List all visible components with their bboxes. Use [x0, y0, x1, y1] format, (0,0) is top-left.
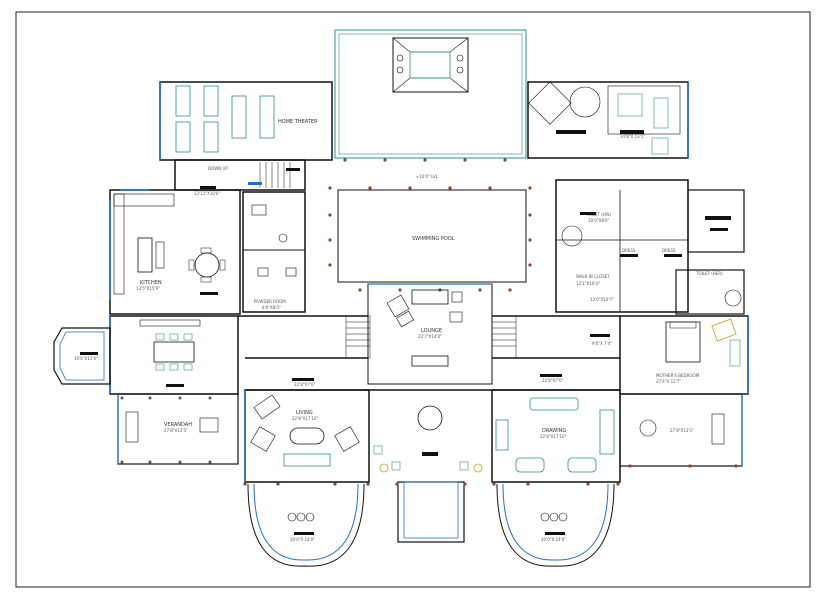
verandah: VERANDAH 27'8"X13'5"	[117, 393, 239, 465]
verandah-label: VERANDAH	[164, 422, 192, 428]
foyer	[373, 405, 483, 543]
powder-room: POWDER ROOM 8'0"X8'0"	[242, 191, 306, 313]
dim-d-label: 12'0"X10'7"	[590, 297, 614, 302]
lounge-room: LOUNGE 22'7"X14'4"	[345, 283, 517, 385]
lounge-label: LOUNGE	[421, 328, 442, 334]
dim-c-label: 10'6"X11'6"	[74, 356, 98, 361]
mother-bedroom-label: MOTHER'S BEDROOM	[656, 373, 700, 378]
dim-j-label: 20'0"X 14'0"	[541, 537, 566, 542]
home-theater-label: HOME THEATER	[278, 119, 318, 125]
drawing-label: DRAWING	[542, 428, 566, 434]
dining-room: 10'6"X11'6"	[53, 315, 239, 395]
left-bay: 20'0"X 14'0"	[247, 483, 365, 567]
mother-dim-label: 27'4"X 12'7"	[656, 379, 681, 384]
walk-in-closet-label: WALK IN CLOSET	[576, 274, 610, 279]
kitchen-room: KITCHEN 13'5"X15'9"	[109, 189, 241, 315]
dim-b-label: 14'8"X 13'1"	[620, 134, 645, 139]
dress-1-label: DRESS	[622, 248, 636, 253]
swimming-pool-label: SWIMMING POOL	[412, 236, 455, 242]
toilet-his-label: TOILET (HIS)	[585, 212, 612, 217]
pool-pavilion	[334, 29, 527, 159]
dim-f-label: 22'8"X7'0"	[542, 378, 564, 383]
swimming-pool: SWIMMING POOL +10'0" LVL	[328, 158, 532, 292]
mother-bedroom: MOTHER'S BEDROOM 27'4"X 12'7"	[619, 315, 749, 395]
powder-room-label: POWDER ROOM	[254, 299, 286, 304]
living-room: LIVING 22'8"X17'10"	[244, 389, 370, 483]
dim-i-label: 20'0"X 14'0"	[290, 537, 315, 542]
sheet-border	[15, 11, 811, 588]
living-dim-label: 22'8"X17'10"	[292, 416, 319, 421]
toilet-his-dim-label: 10'0"X8'0"	[588, 218, 610, 223]
tag-bars	[200, 168, 728, 295]
home-theater-room: HOME THEATER	[159, 81, 333, 161]
verandah-dim-label: 27'8"X13'5"	[164, 428, 188, 433]
drawing-dim-label: 22'8"X17'10"	[540, 434, 567, 439]
dim-g-label: 9'6"X 7'4"	[592, 341, 612, 346]
right-verandah: 27'8"X13'5"	[619, 393, 743, 467]
dim-a-label: 13'11"X10'6"	[194, 191, 221, 196]
closet-dim-label: 12'1"X10'4"	[576, 281, 600, 286]
pool-level-label: +10'0" LVL	[416, 174, 439, 179]
columns-bottom	[243, 464, 738, 486]
toilet-her-label: TOILET (HER)	[695, 271, 723, 276]
living-label: LIVING	[296, 410, 313, 416]
dress-2-label: DRESS	[662, 248, 676, 253]
stair-core: DOWN UP 13'11"X10'6"	[174, 159, 306, 196]
kitchen-label: KITCHEN	[140, 280, 162, 286]
right-bay: 20'0"X 14'0"	[496, 483, 615, 567]
right-suite: TOILET (HIS) 10'0"X8'0" WALK IN CLOSET 1…	[555, 179, 745, 315]
dn-up-label: DOWN UP	[208, 166, 228, 171]
top-right-bedroom: 14'8"X 13'1"	[527, 81, 689, 159]
drawing-room: DRAWING 22'8"X17'10"	[491, 389, 621, 483]
kitchen-dim-label: 13'5"X15'9"	[136, 286, 160, 291]
powder-dim-label: 8'0"X8'0"	[262, 305, 281, 310]
lounge-dim-label: 22'7"X14'4"	[418, 334, 442, 339]
dim-e-label: 22'8"X7'0"	[294, 382, 316, 387]
dim-h-label: 27'8"X13'5"	[670, 428, 694, 433]
